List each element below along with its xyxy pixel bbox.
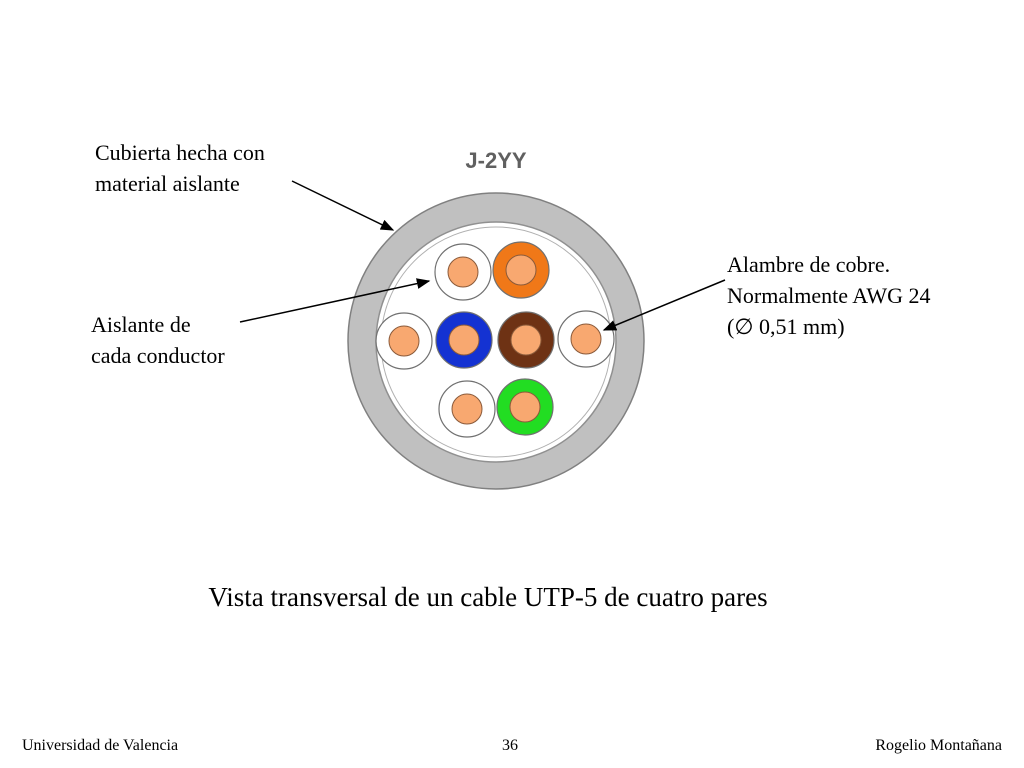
conductor-blue (435, 311, 493, 369)
wire-callout-arrow (602, 279, 726, 331)
wire-label-line-2: Normalmente AWG 24 (727, 283, 931, 308)
cable-type-title: J-2YY (465, 148, 526, 173)
copper-wire-white-orange (447, 256, 479, 288)
conductor-white-brown (557, 310, 615, 368)
insulation-label: Aislante de cada conductor (91, 309, 225, 371)
jacket-label-line-2: material aislante (95, 171, 240, 196)
conductor-brown (497, 311, 555, 369)
copper-wire-orange (505, 254, 537, 286)
copper-wire-white-green (451, 393, 483, 425)
insulation-callout-arrow (239, 278, 431, 323)
wire-label-line-1: Alambre de cobre. (727, 252, 891, 277)
copper-wire-white-brown (570, 323, 602, 355)
conductor-group (375, 241, 615, 438)
copper-wire-blue (448, 324, 480, 356)
wire-label-line-3: (∅ 0,51 mm) (727, 314, 845, 339)
footer-author: Rogelio Montañana (875, 737, 1002, 754)
jacket-label: Cubierta hecha con material aislante (95, 137, 265, 199)
conductor-white-orange (434, 243, 492, 301)
footer-institution: Universidad de Valencia (22, 737, 179, 754)
insulation-label-line-1: Aislante de (91, 312, 191, 337)
copper-wire-green (509, 391, 541, 423)
footer-page-number: 36 (502, 737, 518, 754)
jacket-label-line-1: Cubierta hecha con (95, 140, 265, 165)
caption-text: Vista transversal de un cable UTP-5 de c… (208, 582, 768, 612)
conductor-white-green (438, 380, 496, 438)
conductor-green (496, 378, 554, 436)
insulation-label-line-2: cada conductor (91, 343, 225, 368)
copper-wire-brown (510, 324, 542, 356)
jacket-callout-arrow (291, 180, 395, 231)
copper-wire-label: Alambre de cobre. Normalmente AWG 24 (∅ … (727, 249, 931, 342)
conductor-orange (492, 241, 550, 299)
conductor-white-blue (375, 312, 433, 370)
copper-wire-white-blue (388, 325, 420, 357)
slide-caption: Vista transversal de un cable UTP-5 de c… (0, 582, 980, 613)
